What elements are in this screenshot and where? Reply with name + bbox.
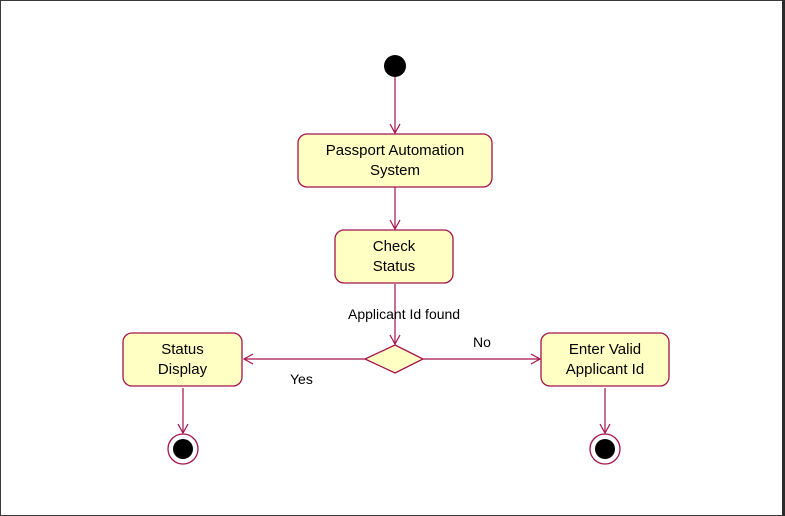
arrowhead — [242, 353, 254, 365]
action-status-display — [122, 332, 243, 387]
final-node-dot — [173, 439, 193, 459]
enter-valid-applicant-label: Enter Valid Applicant Id — [565, 340, 645, 378]
yes-label: Yes — [290, 371, 313, 387]
arrowhead — [389, 334, 401, 346]
arrowhead — [530, 353, 542, 365]
arrowhead — [177, 423, 189, 435]
decision-node — [363, 344, 425, 374]
action-enter-valid-applicant — [540, 332, 670, 387]
passport-automation-label: Passport Automation System — [325, 141, 465, 179]
initial-node — [384, 55, 406, 77]
action-passport-automation — [297, 133, 493, 188]
arrowhead — [389, 123, 401, 135]
window-edge — [782, 0, 785, 516]
guard-label: Applicant Id found — [348, 306, 461, 322]
final-node-dot — [595, 439, 615, 459]
status-display-label: Status Display — [157, 340, 208, 378]
check-status-label: Check Status — [372, 237, 416, 275]
arrowhead — [389, 219, 401, 231]
action-check-status — [334, 229, 454, 284]
arrowhead — [599, 423, 611, 435]
no-label: No — [473, 334, 491, 350]
